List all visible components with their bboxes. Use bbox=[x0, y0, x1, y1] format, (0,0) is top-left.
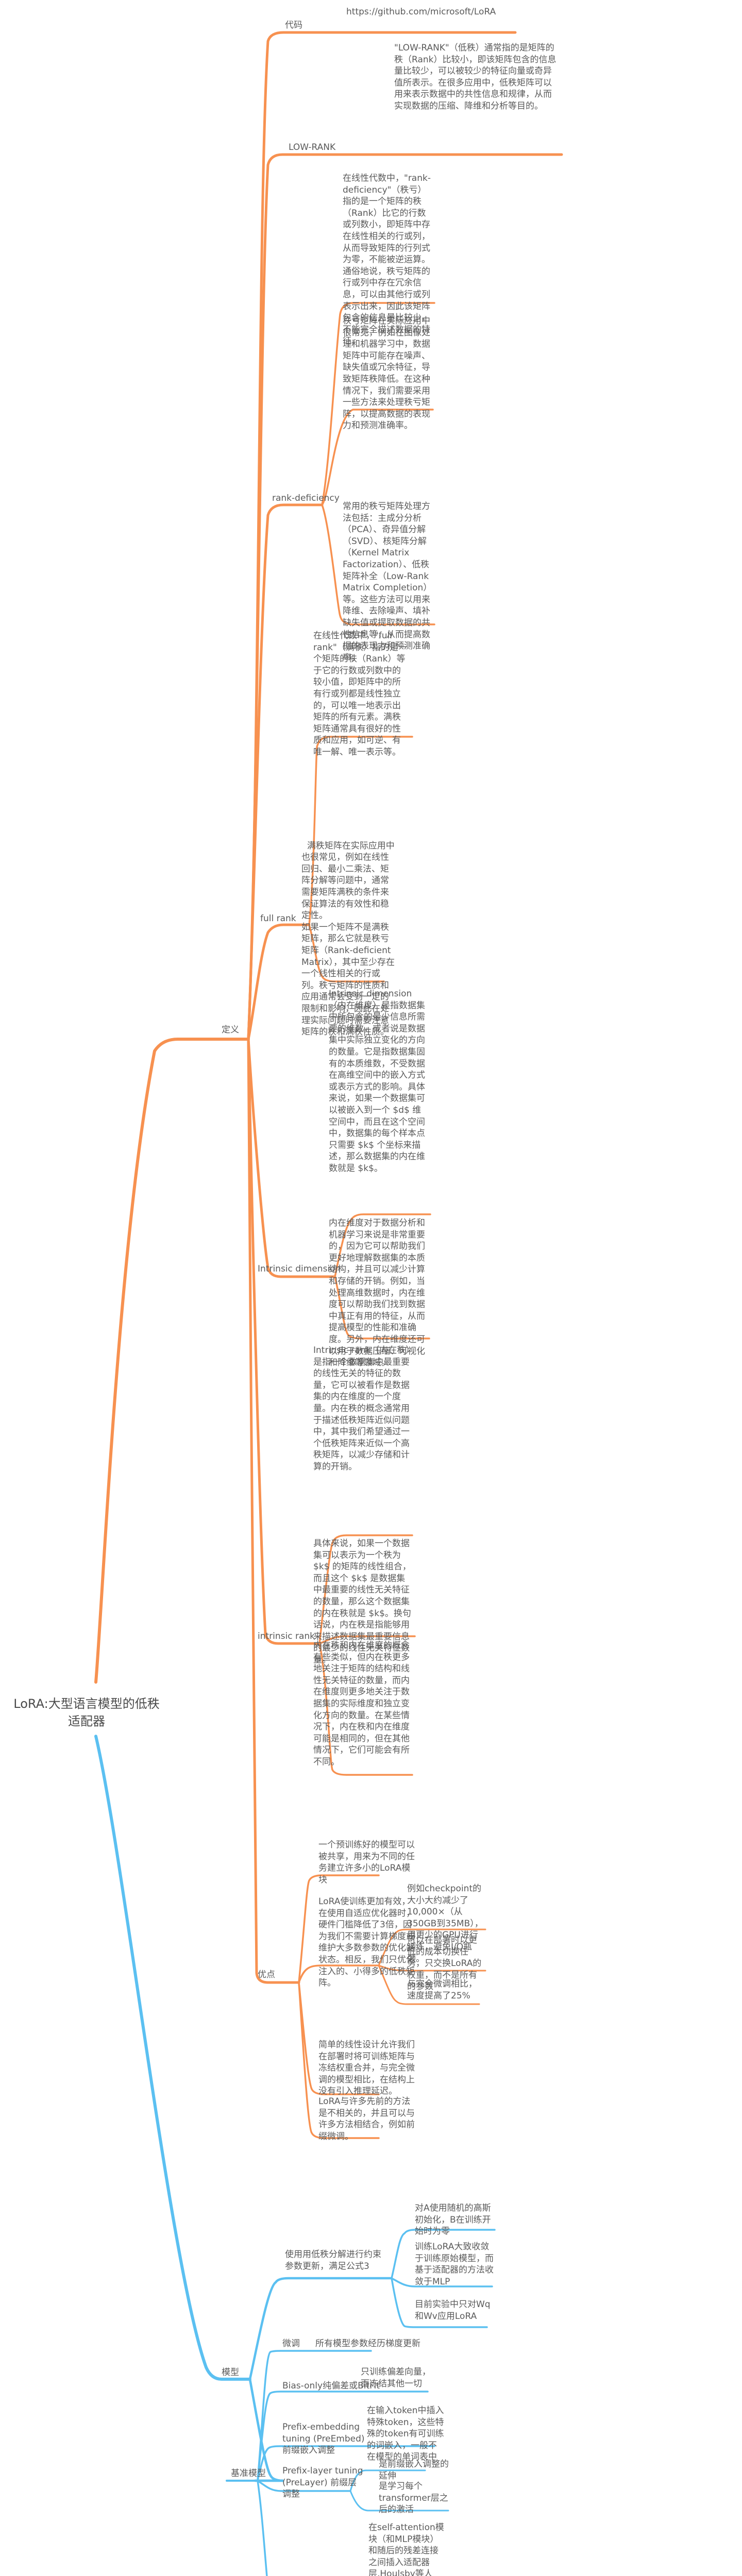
advantage-item-1-text: 一个预训练好的模型可以被共享，用来为不同的任务建立许多小的LoRA模块 bbox=[318, 1840, 415, 1885]
code-url-link[interactable]: https://github.com/microsoft/LoRA bbox=[346, 6, 511, 18]
topic-rank-deficiency[interactable]: rank-deficiency bbox=[272, 493, 340, 504]
topic-full-rank-label: full rank bbox=[260, 913, 296, 924]
full-rank-item-2-text: 满秩矩阵在实际应用中也很常见，例如在线性回归、最小二乘法、矩阵分解等问题中，通常… bbox=[301, 840, 395, 1038]
full-rank-item-2: 满秩矩阵在实际应用中也很常见，例如在线性回归、最小二乘法、矩阵分解等问题中，通常… bbox=[301, 828, 397, 1038]
full-rank-item-1: 在线性代数中，"full rank"（满秩）指的是一个矩阵的秩（Rank）等于它… bbox=[313, 630, 409, 758]
topic-baselines[interactable]: 基准模型 bbox=[231, 2468, 266, 2479]
advantage-item-2-child-1: 例如checkpoint的大小大约减少了10,000×（从350GB到35MB）… bbox=[407, 1883, 484, 1964]
baseline-finetune[interactable]: 微调 bbox=[282, 2338, 300, 2349]
baseline-preembed-label: Prefix-embedding tuning (PreEmbed) 前缀嵌入调… bbox=[282, 2422, 365, 2456]
baseline-preembed-desc-text: 在输入token中插入特殊token，这些特殊的token有可训练的词嵌入，一般… bbox=[367, 2405, 444, 2463]
intrinsic-rank-item-2: 具体来说，如果一个数据集可以表示为一个秩为 $k$ 的矩阵的线性组合，而且这个 … bbox=[313, 1538, 414, 1666]
baseline-finetune-label: 微调 bbox=[282, 2338, 300, 2349]
constraint-item-1: 对A使用随机的高斯初始化，B在训练开始时为零 bbox=[415, 2202, 497, 2238]
advantage-item-2-child-3-text: 与完全微调相比，速度提高了25% bbox=[407, 1979, 477, 2001]
advantage-item-2-child-3: 与完全微调相比，速度提高了25% bbox=[407, 1978, 484, 2002]
baseline-finetune-desc: 所有模型参数经历梯度更新 bbox=[315, 2338, 420, 2349]
topic-intrinsic-rank-label: intrinsic rank bbox=[258, 1631, 315, 1641]
constraint-item-3: 目前实验中只对Wq和Wv应用LoRA bbox=[415, 2299, 497, 2322]
topic-intrinsic-rank[interactable]: intrinsic rank bbox=[258, 1631, 315, 1642]
baseline-prelayer[interactable]: Prefix-layer tuning (PreLayer) 前缀层调整 bbox=[282, 2465, 365, 2500]
advantage-item-2: LoRA使训练更加有效，在使用自适应优化器时，硬件门槛降低了3倍，因为我们不需要… bbox=[318, 1896, 419, 1989]
baseline-bias-only-desc-text: 只训练偏差向量，而冻结其他一切 bbox=[361, 2367, 431, 2389]
intrinsic-rank-item-1: Intrinsic rank（内在秩）是指一个数据集中最重要的线性无关的特征的数… bbox=[313, 1345, 414, 1473]
baseline-prelayer-desc-1-text: 是前缀嵌入调整的延伸 bbox=[379, 2459, 449, 2481]
rank-deficiency-item-2: 秩亏矩阵在实际应用中很常见，例如在图像处理和机器学习中，数据矩阵中可能存在噪声、… bbox=[343, 315, 433, 432]
advantage-item-2-child-2-text: 可以在部署时以更低的成本切换任务，只交换LoRA的权重，而不是所有的参数 bbox=[407, 1935, 482, 1992]
baseline-preembed[interactable]: Prefix-embedding tuning (PreEmbed) 前缀嵌入调… bbox=[282, 2421, 365, 2456]
baseline-bias-only-desc: 只训练偏差向量，而冻结其他一切 bbox=[361, 2366, 438, 2389]
topic-rank-deficiency-label: rank-deficiency bbox=[272, 493, 340, 503]
baseline-adapter-desc-1: 在self-attention模块（和MLP模块）和随后的残差连接之间插入适配器… bbox=[368, 2522, 446, 2576]
full-rank-item-1-text: 在线性代数中，"full rank"（满秩）指的是一个矩阵的秩（Rank）等于它… bbox=[313, 631, 407, 757]
topic-constraint-label: 使用用低秩分解进行约束参数更新，满足公式3 bbox=[285, 2249, 381, 2272]
rank-deficiency-item-1-text: 在线性代数中，"rank-deficiency"（秩亏）指的是一个矩阵的秩（Ra… bbox=[343, 173, 431, 347]
baseline-prelayer-desc-2-text: 是学习每个transformer层之后的激活 bbox=[379, 2481, 448, 2515]
advantage-item-3-text: 简单的线性设计允许我们在部署时将可训练矩阵与冻结权重合并，与完全微调的模型相比，… bbox=[318, 2040, 415, 2097]
topic-low-rank[interactable]: LOW-RANK bbox=[289, 142, 335, 153]
topic-baselines-label: 基准模型 bbox=[231, 2468, 266, 2479]
code-url-text: https://github.com/microsoft/LoRA bbox=[346, 7, 496, 17]
topic-definition-label: 定义 bbox=[222, 1025, 239, 1035]
rank-deficiency-item-3-text: 常用的秩亏矩阵处理方法包括：主成分分析（PCA）、奇异值分解（SVD）、核矩阵分… bbox=[343, 501, 432, 663]
intrinsic-rank-item-3: 内在秩和内在维度的概念有些类似，但内在秩更多地关注于矩阵的结构和线性无关特征的数… bbox=[313, 1640, 414, 1768]
intrinsic-rank-item-2-text: 具体来说，如果一个数据集可以表示为一个秩为 $k$ 的矩阵的线性组合，而且这个 … bbox=[313, 1538, 411, 1665]
topic-model-label: 模型 bbox=[222, 2367, 239, 2378]
topic-model[interactable]: 模型 bbox=[222, 2367, 239, 2378]
rank-deficiency-item-3: 常用的秩亏矩阵处理方法包括：主成分分析（PCA）、奇异值分解（SVD）、核矩阵分… bbox=[343, 501, 433, 664]
topic-definition[interactable]: 定义 bbox=[222, 1024, 239, 1036]
topic-code[interactable]: 代码 bbox=[285, 20, 302, 31]
advantage-item-1: 一个预训练好的模型可以被共享，用来为不同的任务建立许多小的LoRA模块 bbox=[318, 1839, 419, 1886]
advantage-item-2-child-1-text: 例如checkpoint的大小大约减少了10,000×（从350GB到35MB）… bbox=[407, 1884, 483, 1964]
constraint-item-2: 训练LoRA大致收敛于训练原始模型，而基于适配器的方法收敛于MLP bbox=[415, 2241, 497, 2287]
advantage-item-4: LoRA与许多先前的方法是不相关的，并且可以与许多方法相结合，例如前缀微调。 bbox=[318, 2096, 419, 2142]
baseline-adapter-desc-1-text: 在self-attention模块（和MLP模块）和随后的残差连接之间插入适配器… bbox=[368, 2522, 444, 2576]
constraint-item-2-text: 训练LoRA大致收敛于训练原始模型，而基于适配器的方法收敛于MLP bbox=[415, 2242, 494, 2287]
rank-deficiency-item-2-text: 秩亏矩阵在实际应用中很常见，例如在图像处理和机器学习中，数据矩阵中可能存在噪声、… bbox=[343, 316, 430, 431]
advantage-item-4-text: LoRA与许多先前的方法是不相关的，并且可以与许多方法相结合，例如前缀微调。 bbox=[318, 2096, 415, 2142]
baseline-bias-only-label: Bias-only纯偏差或BitFit bbox=[282, 2381, 380, 2391]
intrinsic-dimension-item-1-text: Intrinsic dimension（内在维度）是指数据集中所包含的最少信息所… bbox=[329, 989, 425, 1174]
intrinsic-dimension-item-1: Intrinsic dimension（内在维度）是指数据集中所包含的最少信息所… bbox=[329, 988, 429, 1175]
topic-intrinsic-dimension[interactable]: Intrinsic dimension bbox=[258, 1263, 341, 1275]
topic-advantages[interactable]: 优点 bbox=[258, 1969, 275, 1980]
topic-full-rank[interactable]: full rank bbox=[260, 913, 296, 924]
advantage-item-2-text: LoRA使训练更加有效，在使用自适应优化器时，硬件门槛降低了3倍，因为我们不需要… bbox=[318, 1896, 415, 1989]
topic-advantages-label: 优点 bbox=[258, 1970, 275, 1980]
topic-code-label: 代码 bbox=[285, 20, 302, 30]
baseline-bias-only[interactable]: Bias-only纯偏差或BitFit bbox=[282, 2380, 380, 2392]
root-topic[interactable]: LoRA:大型语言模型的低秩适配器 bbox=[9, 1695, 164, 1730]
constraint-item-1-text: 对A使用随机的高斯初始化，B在训练开始时为零 bbox=[415, 2203, 491, 2237]
topic-low-rank-label: LOW-RANK bbox=[289, 142, 336, 152]
advantage-item-3: 简单的线性设计允许我们在部署时将可训练矩阵与冻结权重合并，与完全微调的模型相比，… bbox=[318, 2039, 419, 2097]
intrinsic-dimension-item-2-text: 内在维度对于数据分析和机器学习来说是非常重要的，因为它可以帮助我们更好地理解数据… bbox=[329, 1218, 425, 1368]
advantage-item-2-child-2: 可以在部署时以更低的成本切换任务，只交换LoRA的权重，而不是所有的参数 bbox=[407, 1935, 484, 1993]
baseline-prelayer-desc-1: 是前缀嵌入调整的延伸 bbox=[379, 2459, 456, 2482]
baseline-prelayer-desc-2: 是学习每个transformer层之后的激活 bbox=[379, 2481, 456, 2516]
constraint-item-3-text: 目前实验中只对Wq和Wv应用LoRA bbox=[415, 2299, 491, 2321]
intrinsic-rank-item-3-text: 内在秩和内在维度的概念有些类似，但内在秩更多地关注于矩阵的结构和线性无关特征的数… bbox=[313, 1640, 410, 1767]
low-rank-text: "LOW-RANK"（低秩）通常指的是矩阵的秩（Rank）比较小，即该矩阵包含的… bbox=[394, 43, 556, 111]
topic-intrinsic-dimension-label: Intrinsic dimension bbox=[258, 1264, 341, 1274]
root-title: LoRA:大型语言模型的低秩适配器 bbox=[13, 1697, 160, 1728]
intrinsic-rank-item-1-text: Intrinsic rank（内在秩）是指一个数据集中最重要的线性无关的特征的数… bbox=[313, 1345, 410, 1472]
rank-deficiency-item-1: 在线性代数中，"rank-deficiency"（秩亏）指的是一个矩阵的秩（Ra… bbox=[343, 173, 433, 347]
baseline-prelayer-label: Prefix-layer tuning (PreLayer) 前缀层调整 bbox=[282, 2466, 363, 2500]
baseline-preembed-desc: 在输入token中插入特殊token，这些特殊的token有可训练的词嵌入，一般… bbox=[367, 2405, 444, 2463]
baseline-finetune-desc-text: 所有模型参数经历梯度更新 bbox=[315, 2338, 420, 2349]
low-rank-description: "LOW-RANK"（低秩）通常指的是矩阵的秩（Rank）比较小，即该矩阵包含的… bbox=[394, 42, 556, 112]
intrinsic-dimension-item-2: 内在维度对于数据分析和机器学习来说是非常重要的，因为它可以帮助我们更好地理解数据… bbox=[329, 1217, 429, 1369]
topic-constraint[interactable]: 使用用低秩分解进行约束参数更新，满足公式3 bbox=[285, 2249, 388, 2272]
